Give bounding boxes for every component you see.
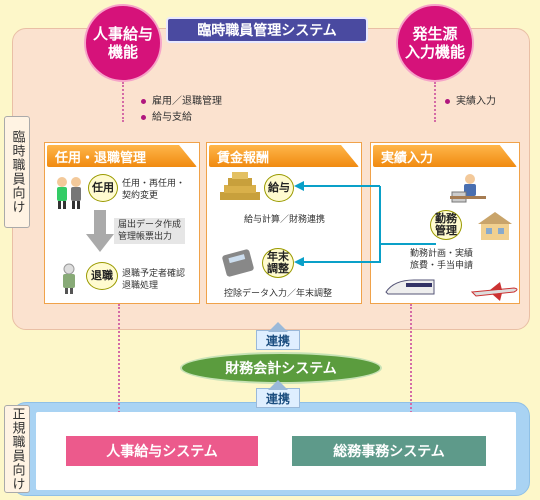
up-arrow-icon	[268, 380, 288, 390]
side-label-temporary: 臨時職員向け	[4, 116, 30, 228]
general-affairs-system: 総務事務システム	[292, 436, 486, 466]
source-bullet-item: 実績入力	[444, 94, 496, 110]
data-flow-arrows	[294, 181, 384, 266]
retire-oval: 退職	[86, 262, 118, 290]
source-bullet-list: 実績入力	[444, 94, 496, 110]
hr-bullet-item: 給与支給	[140, 110, 222, 126]
calculator-icon	[222, 249, 254, 277]
general-system-connector	[410, 304, 412, 424]
bullet-train-icon	[385, 279, 435, 295]
salary-oval: 給与	[264, 174, 294, 202]
report-text-line: 管理帳票出力	[118, 232, 173, 242]
duty-text-line: 旅費・手当申請	[410, 261, 474, 271]
staff-people-icon	[57, 177, 81, 209]
report-text-line: 届出データ作成	[118, 220, 182, 230]
hr-connector	[122, 82, 124, 122]
link-label-top: 連携	[256, 330, 300, 350]
hr-system-connector	[118, 304, 120, 424]
duty-text-line: 勤務計画・実績	[410, 249, 474, 259]
wage-section-header: 賃金報酬	[209, 145, 359, 167]
coins-stack-icon	[220, 172, 260, 200]
hr-bullet-item: 雇用／退職管理	[140, 94, 222, 110]
retire-description: 退職予定者確認 退職処理	[122, 268, 185, 292]
source-connector	[434, 82, 436, 122]
hr-function-circle: 人事給与 機能	[84, 4, 162, 82]
hiring-section-header: 任用・退職管理	[47, 145, 197, 167]
side-label-regular: 正規職員向け	[4, 405, 30, 493]
appoint-text-line: 任用・再任用・	[122, 179, 186, 189]
airplane-icon	[470, 282, 518, 301]
up-arrow-icon	[268, 322, 288, 332]
actual-section-header: 実績入力	[373, 145, 517, 167]
worker-at-desk-icon	[450, 174, 486, 203]
appoint-text-line: 契約変更	[122, 191, 159, 201]
wage-section: 賃金報酬	[206, 142, 362, 304]
data-flow-link	[380, 243, 436, 245]
hr-payroll-system: 人事給与システム	[66, 436, 258, 466]
duty-description: 勤務計画・実績 旅費・手当申請	[410, 248, 473, 272]
report-output-box: 届出データ作成 管理帳票出力	[114, 218, 186, 244]
retire-text-line: 退職予定者確認	[122, 269, 186, 279]
duty-management-oval: 勤務 管理	[430, 210, 462, 240]
appoint-description: 任用・再任用・ 契約変更	[122, 178, 185, 202]
down-arrow-icon	[86, 210, 114, 252]
hr-bullet-list: 雇用／退職管理 給与支給	[140, 94, 222, 126]
appoint-oval: 任用	[88, 174, 118, 202]
retiree-icon	[63, 263, 75, 294]
house-icon	[478, 212, 512, 240]
yearend-oval: 年末 調整	[262, 248, 294, 278]
source-input-circle: 発生源 入力機能	[396, 4, 474, 82]
salary-description: 給与計算／財務連携	[244, 215, 326, 225]
system-title: 臨時職員管理システム	[166, 17, 368, 43]
yearend-description: 控除データ入力／年末調整	[224, 289, 333, 299]
retire-text-line: 退職処理	[122, 281, 159, 291]
link-label-bottom: 連携	[256, 388, 300, 408]
